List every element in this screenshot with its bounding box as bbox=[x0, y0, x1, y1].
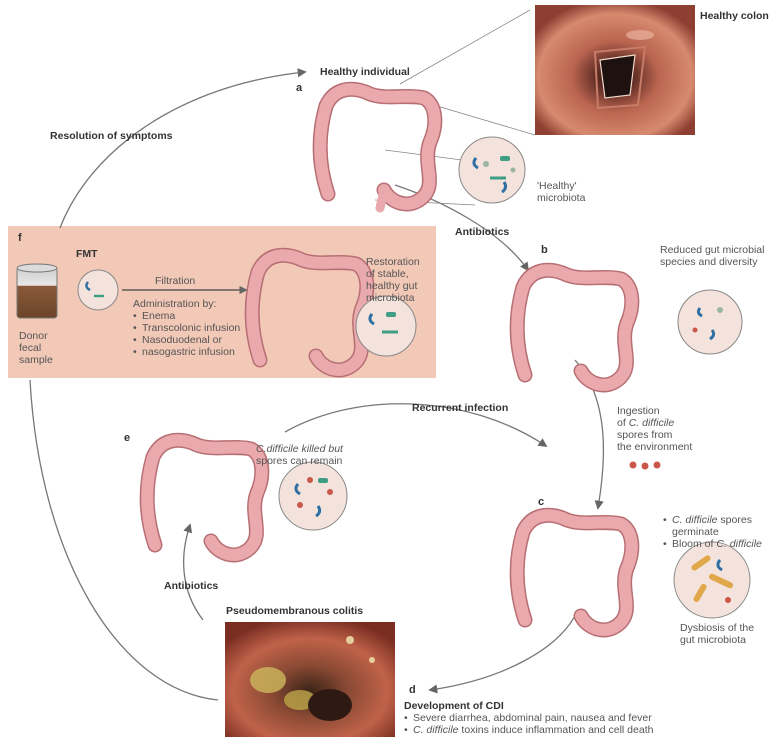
microbiota-circle-dysbiosis bbox=[674, 542, 750, 618]
colon-e bbox=[147, 440, 262, 555]
label-killed: C.difficile killed but spores can remain bbox=[256, 443, 343, 467]
label-healthy-individual: Healthy individual bbox=[320, 66, 410, 78]
colon-b bbox=[517, 270, 632, 385]
panel-letter-f: f bbox=[18, 232, 22, 244]
panel-letter-a: a bbox=[296, 82, 302, 94]
arrow-fmt-to-colitis bbox=[30, 380, 218, 700]
panel-letter-e: e bbox=[124, 432, 130, 444]
label-reduced: Reduced gut microbial species and divers… bbox=[660, 244, 764, 268]
label-recurrent: Recurrent infection bbox=[412, 402, 508, 414]
microbiota-circle-reduced bbox=[678, 290, 742, 354]
cdi-symptoms-list: Severe diarrhea, abdominal pain, nausea … bbox=[404, 712, 653, 736]
pseudomembranous-colitis-photo bbox=[225, 622, 395, 737]
panel-letter-c: c bbox=[538, 496, 544, 508]
fmt-filtration: Filtration bbox=[155, 275, 195, 287]
spores bbox=[630, 462, 661, 470]
arrow-resolution bbox=[60, 72, 305, 228]
label-pseudomembranous: Pseudomembranous colitis bbox=[226, 605, 363, 617]
fmt-title: FMT bbox=[76, 248, 98, 260]
fmt-method: Transcolonic infusion bbox=[133, 322, 240, 334]
fmt-administration: Administration by: Enema Transcolonic in… bbox=[133, 298, 240, 358]
label-resolution: Resolution of symptoms bbox=[50, 130, 173, 142]
arrow-c-to-d bbox=[430, 610, 578, 690]
microbiota-circle-restored bbox=[356, 296, 416, 356]
fmt-method: Enema bbox=[133, 310, 240, 322]
colon-a bbox=[320, 89, 435, 208]
fmt-method-cont: nasogastric infusion bbox=[133, 346, 240, 358]
panel-letter-d: d bbox=[409, 684, 416, 696]
label-development-cdi: Development of CDI bbox=[404, 700, 504, 712]
colon-c bbox=[517, 515, 632, 630]
label-healthy-microbiota: 'Healthy' microbiota bbox=[537, 180, 585, 204]
arrow-antibiotics-left bbox=[184, 525, 203, 620]
microbiota-circle-remaining bbox=[279, 462, 347, 530]
label-ingestion: Ingestion of C. difficile spores from th… bbox=[617, 405, 692, 453]
label-dysbiosis: Dysbiosis of the gut microbiota bbox=[680, 622, 754, 646]
healthy-colon-photo bbox=[535, 5, 695, 135]
zoom-line bbox=[400, 10, 530, 84]
fmt-restoration: Restoration of stable, healthy gut micro… bbox=[366, 256, 420, 304]
label-healthy-colon: Healthy colon bbox=[700, 10, 769, 22]
fmt-donor-label: Donor fecal sample bbox=[19, 330, 53, 366]
microbiota-circle-donor bbox=[78, 270, 118, 310]
label-antibiotics-top: Antibiotics bbox=[455, 226, 509, 238]
donor-jar bbox=[17, 264, 57, 318]
label-antibiotics-left: Antibiotics bbox=[164, 580, 218, 592]
fmt-method: Nasoduodenal or bbox=[133, 334, 240, 346]
microbiota-circle-healthy bbox=[459, 137, 525, 203]
panel-letter-b: b bbox=[541, 244, 548, 256]
